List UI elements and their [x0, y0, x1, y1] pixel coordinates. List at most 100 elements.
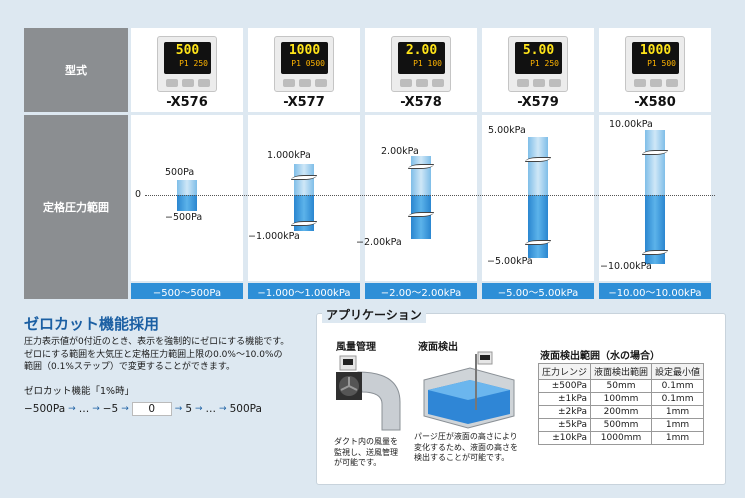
- seq-minus5: −5: [102, 403, 119, 415]
- device-display: 2.00 P1 100: [398, 42, 445, 74]
- device-button: [400, 79, 412, 87]
- seq-ellipsis: …: [78, 403, 90, 415]
- model-name: -X577: [283, 95, 325, 110]
- level-text-line: パージ圧が液面の高さにより: [414, 432, 518, 441]
- pressure-row-header: 定格圧力範囲: [24, 115, 128, 299]
- display-sub-value: P1 250: [530, 59, 559, 68]
- device-button: [182, 79, 194, 87]
- positive-limit-label: 5.00kPa: [488, 125, 526, 136]
- table-header-row: 圧力レンジ 液面検出範囲 設定最小値: [537, 363, 705, 380]
- display-main-value: 1000: [288, 43, 321, 58]
- positive-limit-label: 2.00kPa: [381, 146, 419, 157]
- device-button: [299, 79, 311, 87]
- device-button: [432, 79, 444, 87]
- level-text: パージ圧が液面の高さにより 変化するため、液面の高さを 検出することが可能です。: [414, 432, 518, 464]
- col-header: 圧力レンジ: [537, 363, 592, 380]
- device-button: [517, 79, 529, 87]
- seq-start: −500Pa: [24, 403, 66, 415]
- wind-text: ダクト内の風量を 監視し、送風管理 が可能です。: [334, 437, 398, 469]
- wind-text-line: が可能です。: [334, 458, 382, 467]
- model-row-label: 型式: [65, 64, 87, 77]
- axis-break-icon: [408, 212, 434, 217]
- cell: 1mm: [651, 431, 705, 445]
- display-sub-value: P1 500: [647, 59, 676, 68]
- model-card: 1000 P1 0500 -X577: [248, 28, 360, 112]
- zero-label: 0: [135, 189, 142, 200]
- device-display: 1000 P1 500: [632, 42, 679, 74]
- device-buttons: [634, 79, 678, 88]
- cell: 1mm: [651, 405, 705, 419]
- display-sub-value: P1 250: [179, 59, 208, 68]
- arrow-icon: →: [174, 404, 183, 414]
- device-button: [666, 79, 678, 87]
- wind-heading: 風量管理: [336, 342, 376, 353]
- arrow-icon: →: [219, 404, 227, 414]
- device-buttons: [517, 79, 561, 88]
- model-card: 500 P1 250 -X576: [131, 28, 243, 112]
- device-button: [634, 79, 646, 87]
- positive-range-bar: [528, 137, 548, 195]
- device-button: [416, 79, 428, 87]
- positive-range-bar: [645, 130, 665, 195]
- cell: 1mm: [651, 418, 705, 432]
- display-main-value: 5.00: [522, 43, 555, 58]
- arrow-icon: →: [195, 404, 203, 414]
- cell: 500mm: [590, 418, 653, 432]
- device-button: [198, 79, 210, 87]
- device-display: 1000 P1 0500: [281, 42, 328, 74]
- negative-range-bar: [411, 195, 431, 239]
- cell: 200mm: [590, 405, 653, 419]
- pressure-switch-device: 2.00 P1 100: [391, 36, 451, 92]
- device-button: [283, 79, 295, 87]
- display-main-value: 1000: [639, 43, 672, 58]
- zerocut-line-1: 圧力表示値が0付近のとき、表示を強制的にゼロにする機能です。: [24, 337, 290, 347]
- seq-ellipsis: …: [205, 403, 217, 415]
- zerocut-line-2: ゼロにする範囲を大気圧と定格圧力範囲上限の0.0%〜10.0%の: [24, 349, 283, 360]
- arrow-icon: →: [68, 404, 76, 414]
- cell: 50mm: [590, 379, 653, 393]
- device-display: 500 P1 250: [164, 42, 211, 74]
- device-button: [533, 79, 545, 87]
- model-name: -X579: [517, 95, 559, 110]
- cell: ±500Pa: [537, 379, 592, 393]
- display-sub-value: P1 100: [413, 59, 442, 68]
- model-card: 2.00 P1 100 -X578: [365, 28, 477, 112]
- axis-break-icon: [642, 150, 668, 155]
- negative-range-bar: [645, 195, 665, 264]
- zero-line: [145, 195, 715, 196]
- device-button: [315, 79, 327, 87]
- seq-plus5: 5: [185, 403, 192, 415]
- cell: 0.1mm: [651, 379, 705, 393]
- col-header: 液面検出範囲: [590, 363, 653, 380]
- table-title: 液面検出範囲（水の場合）: [540, 351, 660, 362]
- zerocut-sequence: −500Pa → … → −5 → 0 → 5 → … → 500Pa: [24, 402, 262, 416]
- wind-text-line: ダクト内の風量を: [334, 437, 398, 446]
- negative-range-bar: [528, 195, 548, 258]
- model-row-header: 型式: [24, 28, 128, 112]
- device-buttons: [283, 79, 327, 88]
- col-header: 設定最小値: [651, 363, 705, 380]
- range-label: −10.00〜10.00kPa: [599, 283, 711, 299]
- axis-break-icon: [525, 240, 551, 245]
- axis-break-icon: [408, 164, 434, 169]
- arrow-icon: →: [121, 404, 129, 414]
- pressure-switch-device: 500 P1 250: [157, 36, 217, 92]
- device-button: [549, 79, 561, 87]
- negative-limit-label: −10.00kPa: [600, 261, 652, 272]
- model-name: -X578: [400, 95, 442, 110]
- axis-break-icon: [642, 250, 668, 255]
- model-card: 5.00 P1 250 -X579: [482, 28, 594, 112]
- positive-range-bar: [411, 156, 431, 195]
- negative-limit-label: −1.000kPa: [248, 231, 300, 242]
- cell: ±5kPa: [537, 418, 592, 432]
- cell: ±1kPa: [537, 392, 592, 406]
- model-card: 1000 P1 500 -X580: [599, 28, 711, 112]
- negative-range-bar: [177, 195, 197, 211]
- device-buttons: [166, 79, 210, 88]
- negative-limit-label: −5.00kPa: [487, 256, 533, 267]
- display-sub-value: P1 0500: [291, 59, 325, 68]
- device-button: [166, 79, 178, 87]
